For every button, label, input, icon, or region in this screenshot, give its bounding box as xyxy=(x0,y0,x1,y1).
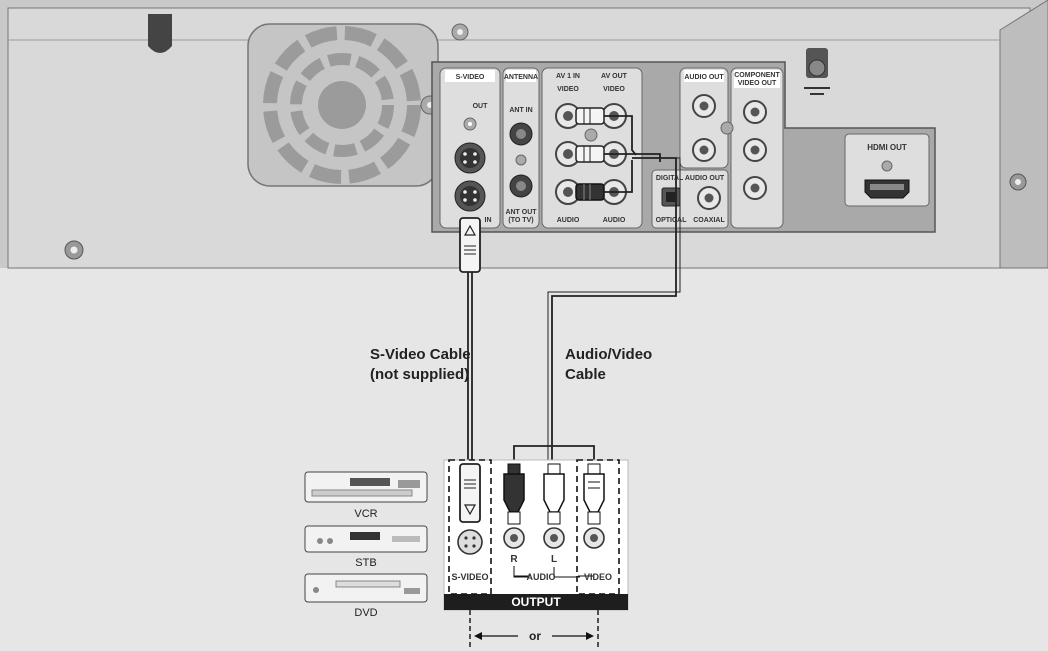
ant-in-label: ANT IN xyxy=(509,107,532,114)
hdmi-port xyxy=(864,160,910,199)
stb-label: STB xyxy=(355,557,376,569)
to-tv-label: (TO TV) xyxy=(508,217,533,224)
av-cable-label-line2: Cable xyxy=(565,366,606,383)
ant-out-port xyxy=(509,174,533,198)
audio-out-jacks xyxy=(692,94,734,162)
or-label: or xyxy=(529,629,541,643)
av1-video-label: VIDEO xyxy=(557,86,579,93)
rca-plug-video xyxy=(575,107,605,125)
screw-icon xyxy=(64,240,84,260)
component-video-jacks xyxy=(743,100,767,200)
r-label: R xyxy=(510,554,518,565)
rca-plug-r xyxy=(503,463,525,549)
svideo-cable xyxy=(459,217,481,464)
rca-plug-audio-r xyxy=(575,183,605,201)
av1-in-label: AV 1 IN xyxy=(556,73,580,80)
screw-icon xyxy=(1009,173,1027,191)
component-label-2: VIDEO OUT xyxy=(738,80,777,87)
screw-icon xyxy=(463,117,477,131)
svideo-cable-label-line1: S-Video Cable xyxy=(370,346,471,363)
audio-out-label: AUDIO OUT xyxy=(684,74,724,81)
ground-terminal-icon xyxy=(804,48,830,95)
coaxial-label: COAXIAL xyxy=(693,217,725,224)
screw-icon xyxy=(451,23,469,41)
av-cable-label-line1: Audio/Video xyxy=(565,346,652,363)
hdmi-out-label: HDMI OUT xyxy=(867,143,907,152)
svideo-label: S-VIDEO xyxy=(451,572,488,582)
antenna-label: ANTENNA xyxy=(504,74,538,81)
optical-port xyxy=(661,187,681,207)
av-out-video-label: VIDEO xyxy=(603,86,625,93)
audio-label: AUDIO xyxy=(527,572,556,582)
vcr-device-icon xyxy=(304,471,428,503)
svideo-panel-label: S-VIDEO xyxy=(456,74,485,81)
rca-plug-video-out xyxy=(583,463,605,549)
svideo-out-port xyxy=(454,142,486,174)
dvd-label: DVD xyxy=(354,607,377,619)
svideo-in-port xyxy=(454,180,486,212)
output-label: OUTPUT xyxy=(511,595,561,609)
svideo-plug xyxy=(457,463,483,555)
ant-out-label: ANT OUT xyxy=(505,209,537,216)
audio-bracket-line xyxy=(513,567,580,578)
av-out-audio-label: AUDIO xyxy=(603,217,626,224)
audio-video-cable xyxy=(513,115,681,466)
av-out-label: AV OUT xyxy=(601,73,628,80)
rca-plug-l xyxy=(543,463,565,549)
av1-audio-label: AUDIO xyxy=(557,217,580,224)
or-indicator xyxy=(469,610,599,648)
l-label: L xyxy=(551,554,557,565)
video-label: VIDEO xyxy=(584,572,612,582)
svideo-in-label: IN xyxy=(485,217,492,224)
cooling-fan-icon xyxy=(247,23,440,187)
rca-plug-audio-l xyxy=(575,145,605,163)
dvd-device-icon xyxy=(304,573,428,603)
coaxial-port xyxy=(697,186,721,210)
svideo-out-label: OUT xyxy=(473,103,489,110)
svideo-cable-label-line2: (not supplied) xyxy=(370,366,469,383)
digital-audio-out-label: DIGITAL AUDIO OUT xyxy=(656,175,725,182)
vcr-label: VCR xyxy=(354,508,377,520)
stb-device-icon xyxy=(304,525,428,553)
component-label-1: COMPONENT xyxy=(734,72,780,79)
ant-in-port xyxy=(509,122,533,146)
optical-label: OPTICAL xyxy=(656,217,687,224)
